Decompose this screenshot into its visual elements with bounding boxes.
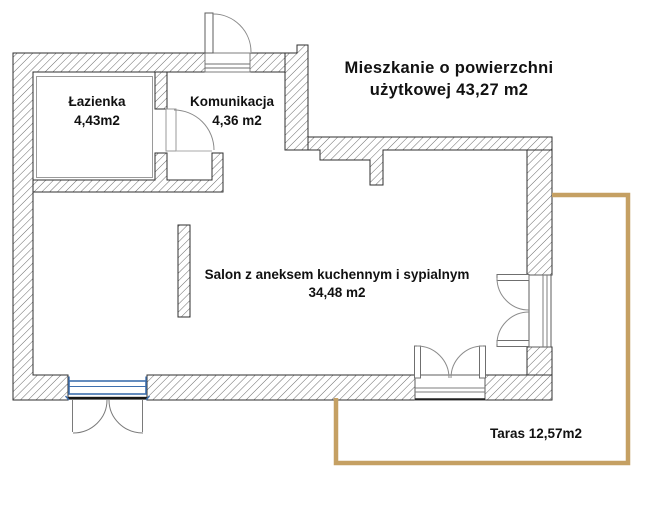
bathroom-inner-outline [36,76,153,178]
entrance-threshold [204,52,251,73]
room-label-terrace: Taras 12,57m2 [490,426,582,441]
plan-title-line1: Mieszkanie o powierzchni [345,59,554,77]
wall-salon-top [307,136,553,186]
entrance-door-arc [212,13,252,53]
wall-bathroom-bottom [32,152,224,193]
terrace-door-bottom-leaf-right [479,345,486,379]
terrace-door-right-frame [528,274,552,348]
room-label-bathroom: Łazienka [68,94,126,109]
entrance-door-leaf [204,12,214,54]
room-area-hallway: 4,36 m2 [212,113,262,128]
terrace-door-bottom-arc-left [416,345,450,379]
window-frame-blue [68,380,147,395]
window-door-arc-right [108,399,144,434]
wall-bottom-middle [146,374,416,401]
terrace-door-right-leaves [496,274,530,347]
wall-partition [177,224,191,318]
window-door-leaves [72,399,144,434]
room-label-hallway: Komunikacja [190,94,275,109]
walls [12,44,553,401]
terrace-door-bottom-leaf-left [414,345,421,379]
terrace-door-right-leaf-top [496,274,530,281]
wall-bottom-right [484,374,553,401]
room-area-living: 34,48 m2 [308,285,365,300]
terrace-door-right-arc-top [496,277,530,311]
room-area-bathroom: 4,43m2 [74,113,120,128]
terrace-door-right-arc-bottom [496,311,530,345]
window-door-arc-left [72,399,108,434]
balcony-window [64,376,151,434]
entrance-door [204,12,252,73]
terrace-door-bottom [414,345,486,401]
terrace-door-right [496,274,552,348]
room-label-living: Salon z aneksem kuchennym i sypialnym [205,267,470,282]
wall-bathroom-right-upper [154,71,168,110]
terrace-outline [333,192,631,466]
labels: Mieszkanie o powierzchni użytkowej 43,27… [68,59,582,441]
bathroom-door-leaf [165,108,177,152]
plan-title-line2: użytkowej 43,27 m2 [370,81,529,99]
wall-hallway-right [284,44,309,151]
bathroom-door-arc [173,109,215,151]
terrace-door-bottom-leaves [414,345,486,379]
wall-right-upper [526,149,553,276]
window-corner-ticks [64,376,151,401]
terrace-door-right-leaf-bottom [496,340,530,347]
window-threshold-black [68,396,147,400]
bathroom-door [165,108,215,152]
terrace-door-bottom-arc-right [450,345,484,379]
